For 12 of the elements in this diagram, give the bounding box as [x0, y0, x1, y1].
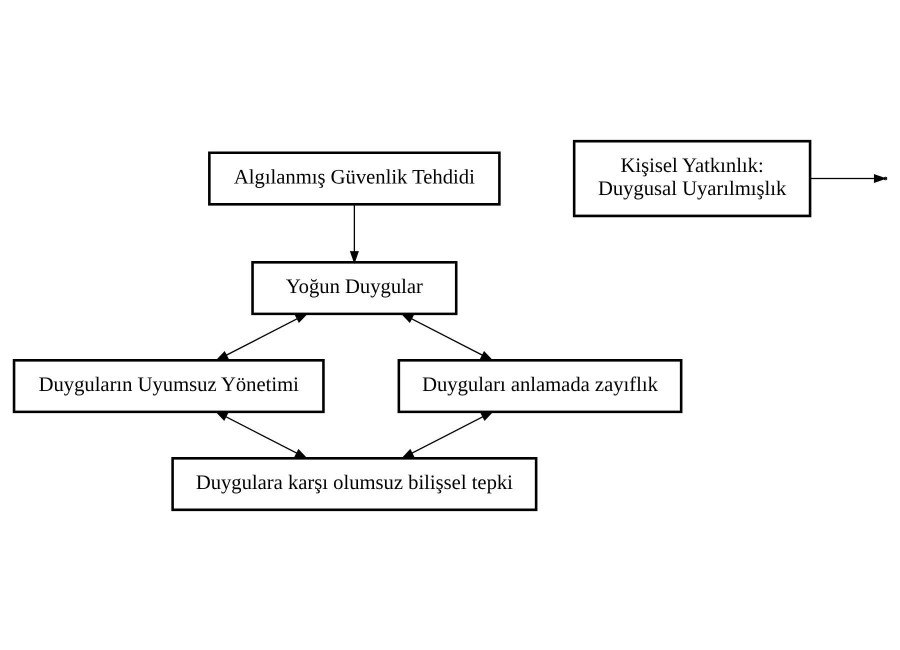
arrow	[215, 312, 308, 360]
node-box: Kişisel Yatkınlık: Duygusal Uyarılmışlık	[572, 139, 812, 217]
node-box: Algılanmış Güvenlik Tehdidi	[208, 150, 501, 206]
arrow	[810, 174, 887, 183]
node-box: Duyguları anlamada zayıflık	[398, 358, 682, 413]
arrow	[350, 204, 359, 264]
node-box: Duygulara karşı olumsuz bilişsel tepki	[171, 456, 538, 511]
arrow	[400, 312, 494, 360]
node-box: Yoğun Duygular	[251, 260, 458, 315]
arrow	[400, 410, 494, 458]
arrow	[214, 410, 308, 458]
node-box: Duyguların Uyumsuz Yönetimi	[12, 358, 325, 413]
